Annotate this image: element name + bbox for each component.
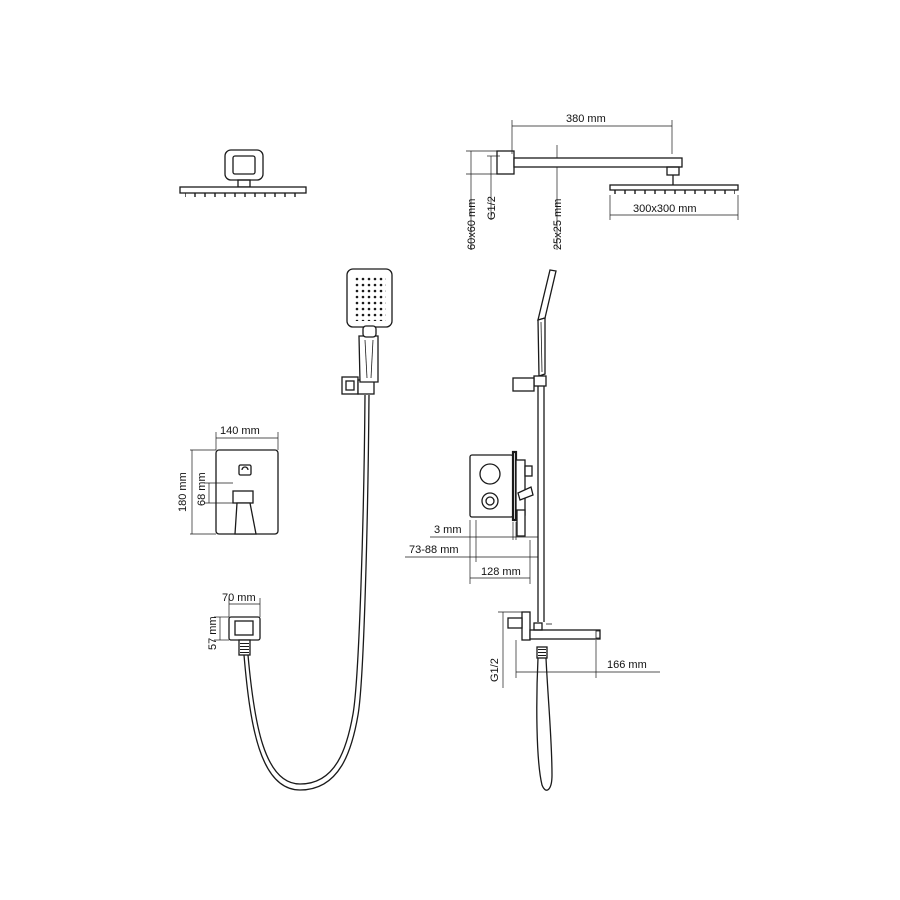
hand-shower-front-view: 70 mm 57 mm [207,268,393,791]
spout-thread-label: G1/2 [489,658,501,682]
outlet-height-label: 57 mm [207,616,219,650]
outlet-width-label: 70 mm [222,592,256,604]
mixer-height-label: 180 mm [177,472,189,512]
arm-thread-label: G1/2 [486,196,498,220]
wall-flange-label: 60x60 mm [466,199,478,250]
plate-gap-label: 3 mm [434,524,462,536]
arm-length-label: 380 mm [566,113,606,125]
mixer-width-label: 140 mm [220,425,260,437]
box-depth-label: 128 mm [481,566,521,578]
rain-shower-front-view [179,149,307,197]
install-depth-label: 73-88 mm [409,544,459,556]
head-size-label: 300x300 mm [633,203,697,215]
spout-length-label: 166 mm [607,659,647,671]
mixer-front-view: 140 mm 180 mm 68 mm [177,425,279,535]
shower-column-side-view: 3 mm 73-88 mm 128 mm G1/2 166 mm [405,269,660,791]
arm-section-label: 25x25 mm [552,199,564,250]
rain-shower-side-view: 380 mm 60x60 mm G1/2 25x25 mm 300x300 mm [466,113,739,250]
handle-height-label: 68 mm [196,472,208,506]
